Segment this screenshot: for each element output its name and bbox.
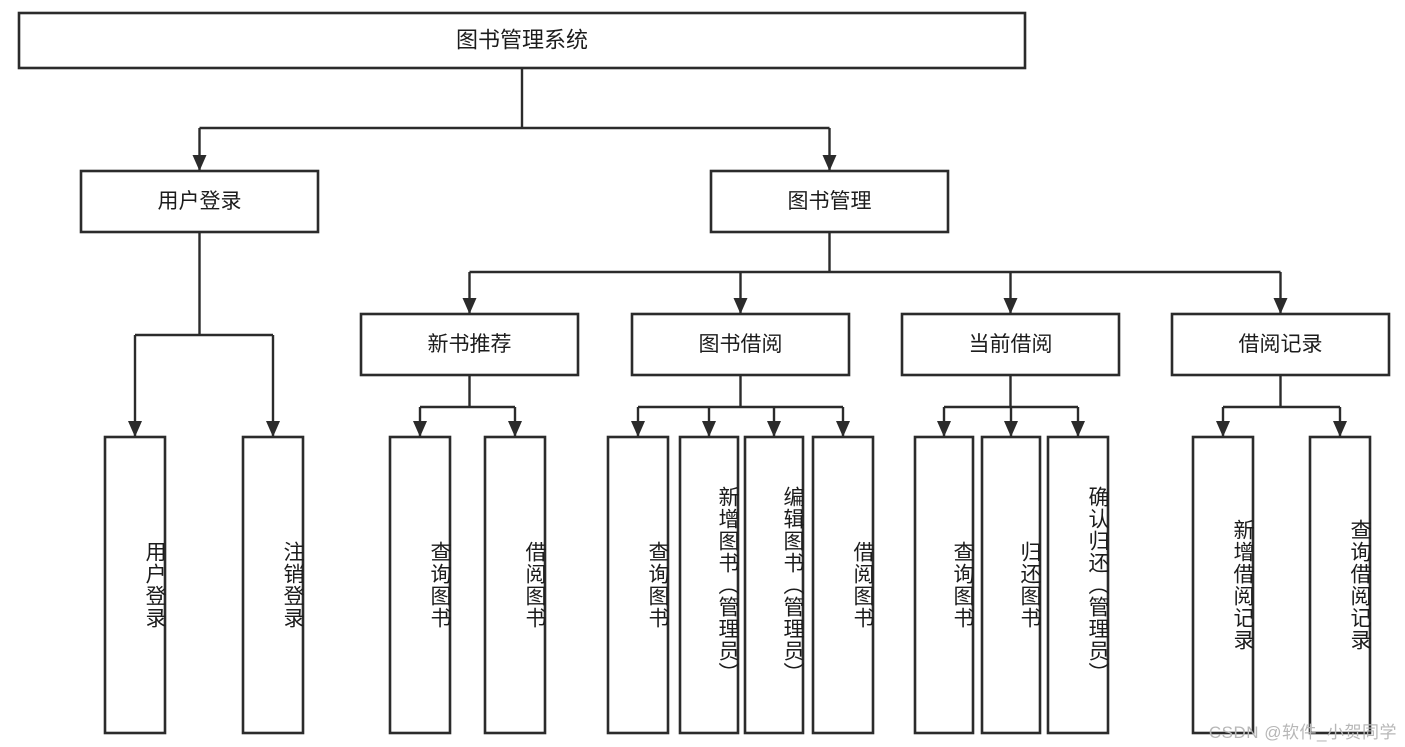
node-box-new-book-recommend <box>359 312 580 377</box>
node-box-leaf-query-book-borrow <box>606 435 670 735</box>
node-box-leaf-add-book-admin <box>678 435 740 735</box>
node-box-leaf-query-borrow-record <box>1308 435 1372 735</box>
arrow-head-icon-book-management <box>822 155 837 171</box>
node-box-leaf-return-book <box>980 435 1042 735</box>
node-box-leaf-confirm-return-admin <box>1046 435 1110 735</box>
node-label-borrow-records: 借阅记录 <box>1239 333 1323 356</box>
arrow-head-icon-leaf-return-book <box>1004 421 1018 437</box>
arrow-head-icon-borrow-records <box>1273 298 1288 314</box>
arrow-head-icon-leaf-borrow-book <box>836 421 850 437</box>
node-label-book-borrow: 图书借阅 <box>699 333 783 356</box>
box-layer <box>17 11 1391 735</box>
node-label-user-login: 用户登录 <box>158 190 242 213</box>
node-box-book-management <box>709 169 950 234</box>
node-box-user-login <box>79 169 320 234</box>
arrow-head-icon-leaf-edit-book-admin <box>767 421 781 437</box>
arrow-head-icon-leaf-query-book-borrow <box>631 421 645 437</box>
node-box-root <box>17 11 1027 70</box>
node-box-book-borrow <box>630 312 851 377</box>
node-label-new-book-recommend: 新书推荐 <box>428 333 512 356</box>
node-box-borrow-records <box>1170 312 1391 377</box>
arrow-head-icon-user-login <box>192 155 207 171</box>
arrow-head-icon-leaf-query-borrow-record <box>1333 421 1347 437</box>
arrow-head-icon-leaf-logout <box>266 421 280 437</box>
node-label-current-borrow: 当前借阅 <box>969 333 1053 356</box>
node-label-root: 图书管理系统 <box>456 27 588 52</box>
arrow-head-icon-leaf-borrow-book-recommend <box>508 421 522 437</box>
arrow-head-icon-leaf-confirm-return-admin <box>1071 421 1085 437</box>
node-box-leaf-logout <box>241 435 305 735</box>
arrow-head-icon-current-borrow <box>1003 298 1018 314</box>
arrow-head-icon-leaf-query-book-recommend <box>413 421 427 437</box>
node-box-leaf-edit-book-admin <box>743 435 805 735</box>
node-box-leaf-borrow-book <box>811 435 875 735</box>
node-box-leaf-query-book-recommend <box>388 435 452 735</box>
node-box-leaf-borrow-book-recommend <box>483 435 547 735</box>
node-box-leaf-add-borrow-record <box>1191 435 1255 735</box>
arrow-head-icon-leaf-query-book-current <box>937 421 951 437</box>
node-box-current-borrow <box>900 312 1121 377</box>
node-box-leaf-user-login <box>103 435 167 735</box>
arrow-head-icon-book-borrow <box>733 298 748 314</box>
node-box-leaf-query-book-current <box>913 435 975 735</box>
arrow-head-icon-leaf-add-borrow-record <box>1216 421 1230 437</box>
arrow-head-icon-new-book-recommend <box>462 298 477 314</box>
arrow-head-icon-leaf-user-login <box>128 421 142 437</box>
arrow-head-icon-leaf-add-book-admin <box>702 421 716 437</box>
connector-layer <box>128 68 1347 437</box>
node-label-book-management: 图书管理 <box>788 190 872 213</box>
watermark-text: CSDN @软件_小贺同学 <box>1208 723 1397 742</box>
